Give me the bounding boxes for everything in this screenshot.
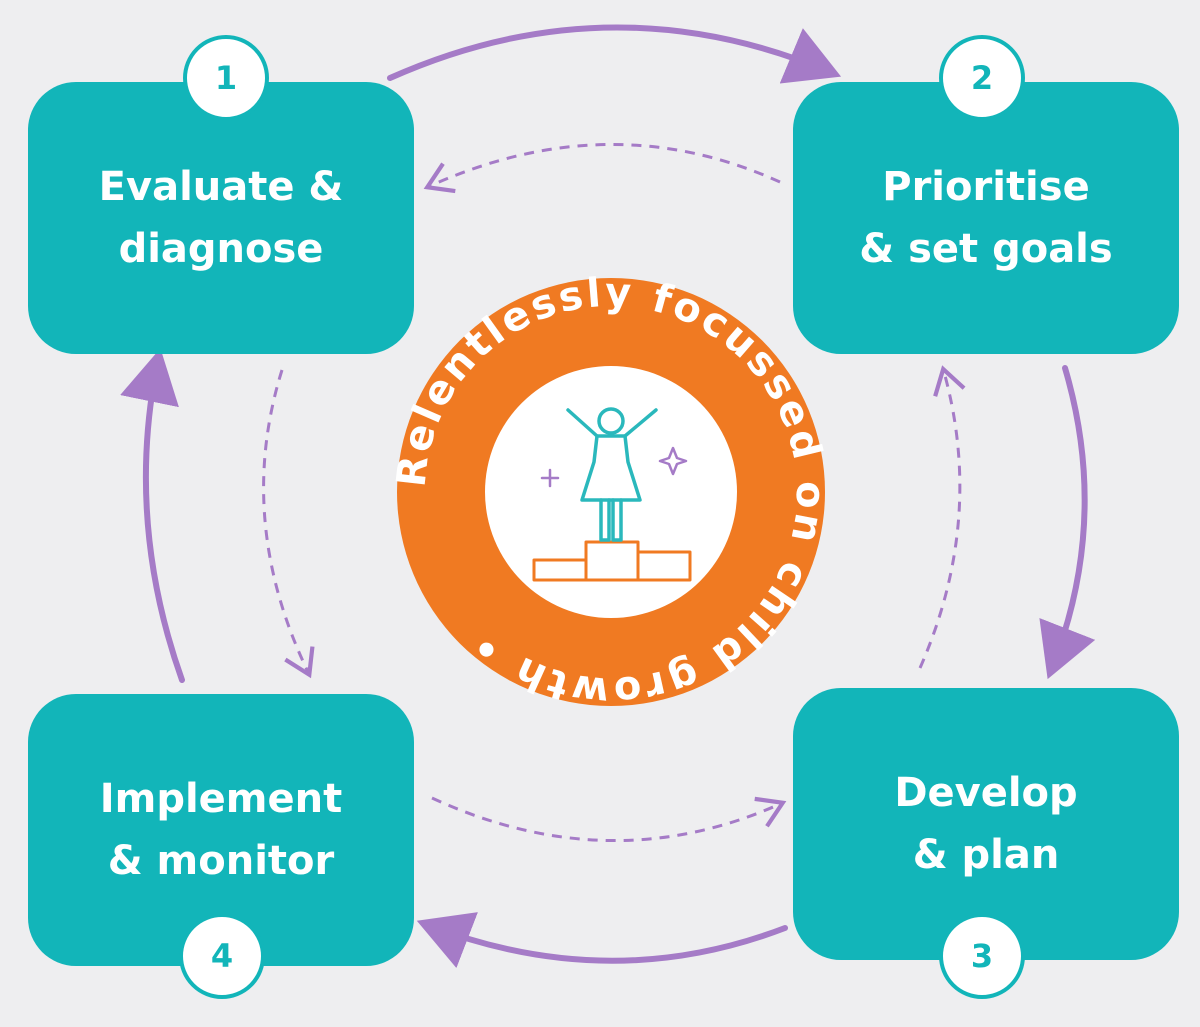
stage-prioritise-set-goals: Prioritise & set goals [793, 82, 1179, 354]
stage-label: Prioritise & set goals [859, 164, 1113, 272]
stage-label: Implement & monitor [99, 776, 343, 884]
dashed-arrow-3-to-2 [918, 365, 966, 669]
stage-evaluate-diagnose: Evaluate & diagnose [28, 82, 414, 354]
center-emblem: Relentlessly focussed on child growth • [389, 270, 831, 715]
arrow-1-to-2 [387, 24, 842, 84]
step-badge-3: 3 [939, 913, 1025, 999]
step-badge-4: 4 [179, 913, 265, 999]
dashed-arrow-2-to-1 [423, 143, 781, 194]
arrow-3-to-4 [416, 912, 788, 969]
arrow-2-to-3 [1039, 365, 1096, 680]
stage-label: Evaluate & diagnose [98, 164, 344, 272]
stage-label: Develop & plan [894, 770, 1078, 878]
dashed-arrow-1-to-4 [262, 369, 315, 679]
child-on-podium-icon [532, 407, 692, 582]
dashed-arrow-4-to-3 [431, 796, 787, 842]
step-badge-2: 2 [939, 35, 1025, 121]
step-badge-1: 1 [183, 35, 269, 121]
arrow-4-to-1 [120, 348, 185, 683]
